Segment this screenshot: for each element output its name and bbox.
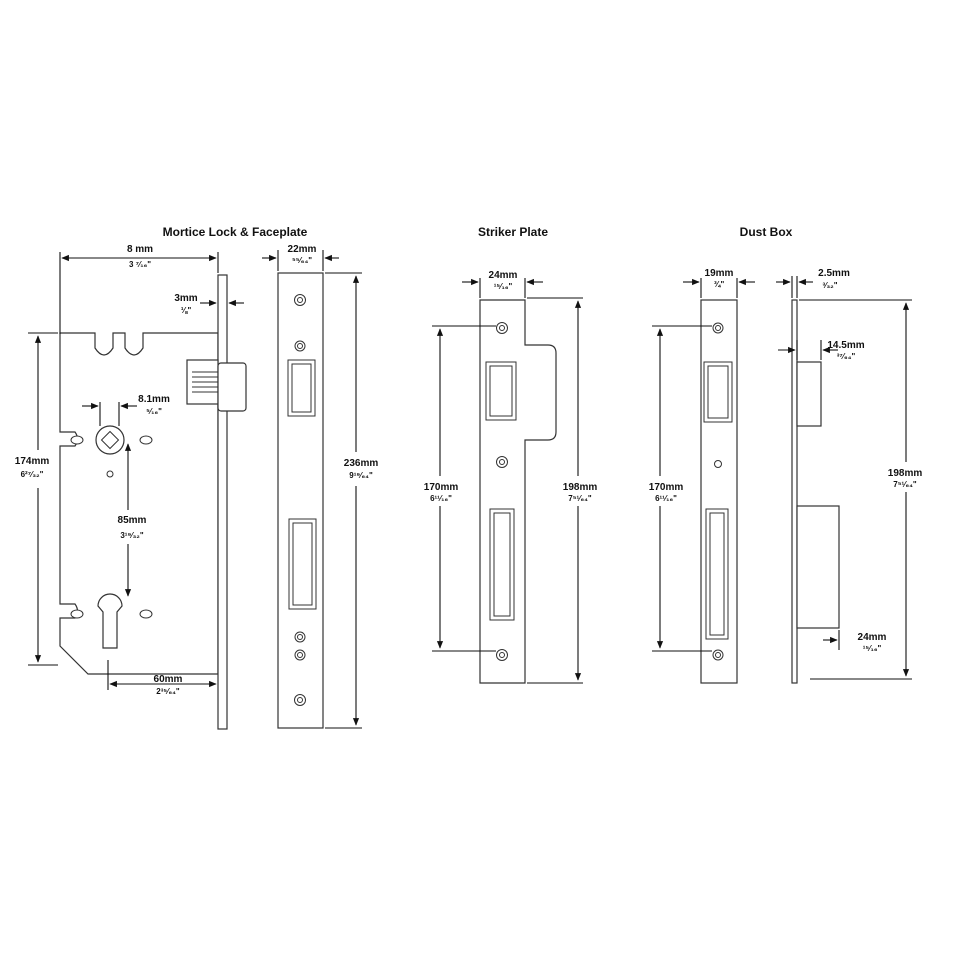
dimension-label-mortice-faceplate-thickness-mm: 3mm xyxy=(174,293,197,304)
dimension-label-striker-width-in: ¹⁵⁄₁₆" xyxy=(494,282,513,291)
dimension-label-dustbox-box-depth-in: ³⁷⁄₆₄" xyxy=(837,352,856,361)
dimension-label-mortice-spindle-in: ⁵⁄₁₆" xyxy=(146,407,162,416)
dim-dustbox-centres: 170mm 6¹¹⁄₁₆" xyxy=(649,325,712,652)
dimension-label-mortice-centres-in: 3¹⁹⁄₃₂" xyxy=(120,531,144,540)
dim-faceplate-width: 22mm ⁵⁵⁄₆₄" xyxy=(262,244,339,271)
dim-dustbox-thickness: 2.5mm ³⁄₃₂" xyxy=(776,268,850,298)
dustbox-front xyxy=(700,299,738,684)
dim-striker-width: 24mm ¹⁵⁄₁₆" xyxy=(462,270,543,298)
dimension-label-dustbox-thickness-in: ³⁄₃₂" xyxy=(822,281,837,290)
dim-striker-centres: 170mm 6¹¹⁄₁₆" xyxy=(424,325,496,652)
dimension-label-dustbox-plate-width-mm: 19mm xyxy=(705,268,734,279)
dimension-label-mortice-backset-mm: 8 mm xyxy=(127,244,153,255)
dimension-label-dustbox-centres-in: 6¹¹⁄₁₆" xyxy=(655,494,677,503)
dimension-label-striker-centres-in: 6¹¹⁄₁₆" xyxy=(430,494,452,503)
dim-backset: 8 mm 3 ⁷⁄₁₆" xyxy=(59,244,219,334)
dim-spindle: 8.1mm ⁵⁄₁₆" xyxy=(82,394,170,426)
latch-spring xyxy=(192,371,218,393)
dim-lock-height: 174mm 6²⁷⁄₃₂" xyxy=(15,332,58,666)
dimension-label-striker-centres-mm: 170mm xyxy=(424,482,459,493)
dimension-label-striker-height-mm: 198mm xyxy=(563,482,598,493)
dimension-label-mortice-case-depth-in: 2³⁵⁄₆₄" xyxy=(156,687,180,696)
dim-dustbox-depth: 14.5mm ³⁷⁄₆₄" xyxy=(778,340,865,361)
dim-dustbox-height: 198mm 7⁵¹⁄₆₄" xyxy=(799,299,923,680)
dimension-label-faceplate-height-mm: 236mm xyxy=(344,458,379,469)
dimension-label-faceplate-height-in: 9¹⁹⁄₆₄" xyxy=(349,471,373,480)
dimension-label-mortice-height-mm: 174mm xyxy=(15,456,50,467)
dimension-label-dustbox-thickness-mm: 2.5mm xyxy=(818,268,850,279)
faceplate-front xyxy=(277,272,324,729)
dimension-label-dustbox-centres-mm: 170mm xyxy=(649,482,684,493)
dim-faceplate-height: 236mm 9¹⁹⁄₆₄" xyxy=(325,272,379,729)
dimension-label-striker-height-in: 7⁵¹⁄₆₄" xyxy=(568,494,592,503)
dustbox-side xyxy=(791,299,840,684)
dimension-label-dustbox-height-mm: 198mm xyxy=(888,468,923,479)
dim-dustbox-box-width: 24mm ¹⁵⁄₁₆" xyxy=(823,630,887,653)
dim-faceplate-thickness: 3mm ⅛" xyxy=(174,293,244,315)
dimension-label-mortice-backset-in: 3 ⁷⁄₁₆" xyxy=(129,260,151,269)
dimension-label-mortice-case-depth-mm: 60mm xyxy=(154,674,183,685)
title-mortice: Mortice Lock & Faceplate xyxy=(163,225,308,239)
title-dustbox: Dust Box xyxy=(740,225,793,239)
dim-centres: 85mm 3¹⁹⁄₃₂" xyxy=(118,443,147,597)
dimension-label-dustbox-box-width-mm: 24mm xyxy=(858,632,887,643)
dimension-label-dustbox-height-in: 7⁵¹⁄₆₄" xyxy=(893,480,917,489)
dimension-label-dustbox-box-width-in: ¹⁵⁄₁₆" xyxy=(863,644,882,653)
dimension-label-mortice-faceplate-thickness-in: ⅛" xyxy=(181,306,192,315)
dimension-label-faceplate-width-mm: 22mm xyxy=(288,244,317,255)
dimension-label-mortice-height-in: 6²⁷⁄₃₂" xyxy=(21,470,44,479)
dimension-label-striker-width-mm: 24mm xyxy=(489,270,518,281)
dim-case-depth: 60mm 2³⁵⁄₆₄" xyxy=(107,660,217,696)
striker-plate xyxy=(479,299,557,684)
dimension-label-dustbox-plate-width-in: ¾" xyxy=(714,280,725,289)
dim-striker-height: 198mm 7⁵¹⁄₆₄" xyxy=(527,297,598,684)
dimension-label-dustbox-box-depth-mm: 14.5mm xyxy=(827,340,864,351)
dim-dustbox-plate-width: 19mm ¾" xyxy=(683,268,755,298)
mortice-lock-body xyxy=(59,274,247,730)
dimension-label-mortice-centres-mm: 85mm xyxy=(118,515,147,526)
title-striker: Striker Plate xyxy=(478,225,548,239)
dimension-label-faceplate-width-in: ⁵⁵⁄₆₄" xyxy=(292,256,312,265)
euro-cylinder-cutout xyxy=(97,593,123,649)
dimension-label-mortice-spindle-mm: 8.1mm xyxy=(138,394,170,405)
